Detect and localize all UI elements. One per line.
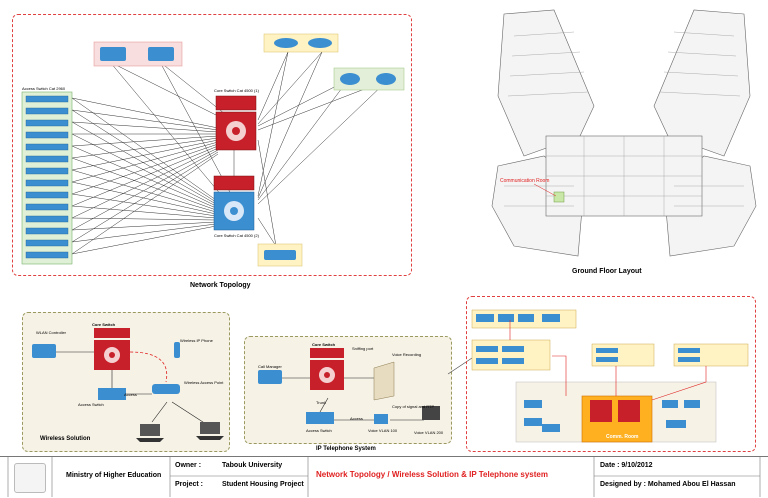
sniffing-port-label: Sniffing port <box>352 346 374 351</box>
wlan-controller-icon <box>32 344 56 358</box>
owner-label: Owner : <box>175 462 202 469</box>
ipt-panel <box>244 336 452 444</box>
topology-links <box>71 51 389 255</box>
wireless-caption: Wireless Solution <box>40 436 91 442</box>
ipt-diagram <box>258 348 440 424</box>
call-manager-icon <box>258 370 282 384</box>
voice-recording-label: Voice Recording <box>392 352 422 357</box>
ipt-access-small: Access <box>350 416 363 421</box>
top-router-group <box>263 33 339 53</box>
core-switch-1 <box>215 95 257 151</box>
comm-room-panel <box>466 296 756 452</box>
network-topology-diagram <box>21 33 405 267</box>
network-topology-caption: Network Topology <box>190 282 251 289</box>
access-switch-stack <box>21 91 73 265</box>
comm-room-marker <box>553 191 565 203</box>
drawing-title: Network Topology / Wireless Solution & I… <box>316 470 548 479</box>
ground-floor-plan <box>491 9 757 257</box>
ipt-core-label: Core Switch <box>312 342 336 347</box>
project-label: Project : <box>175 481 204 488</box>
designer-text: Designed by : Mohamed Abou El Hassan <box>600 481 736 488</box>
core-switch-2 <box>213 175 255 231</box>
call-manager-label: Call Manager <box>258 364 282 369</box>
communication-room-label: Communication Room <box>500 178 550 184</box>
top-firewall-group <box>93 41 183 67</box>
comm-room-diagram <box>471 309 749 443</box>
core-switch-icon <box>94 328 130 338</box>
voice-vlan-100-label: Voice VLAN 100 <box>368 428 398 433</box>
access-switch-icon <box>98 388 126 400</box>
laptop-icon-2 <box>196 422 224 440</box>
wlc-label: WLAN Controller <box>36 330 67 335</box>
comm-room-label: Comm. Room <box>606 434 639 440</box>
voice-recording-icon <box>373 361 395 401</box>
ipt-caption: IP Telephone System <box>316 446 376 452</box>
title-block: Ministry of Higher Education Owner : Tab… <box>0 456 768 498</box>
wireless-core-label: Core Switch <box>92 322 116 327</box>
voice-vlan-200-label: Voice VLAN 200 <box>414 430 444 435</box>
core-switch-1-label: Core Switch Cat 4500 (1) <box>214 88 259 93</box>
access-switch-label: Access Switch Cat 2960 <box>22 86 66 91</box>
access-point-icon <box>152 384 180 394</box>
date-text: Date : 9/10/2012 <box>600 462 653 469</box>
core-switch-2-label: Core Switch Cat 4500 (2) <box>214 233 259 238</box>
trunk-label: Trunk <box>316 400 327 405</box>
wireless-phone-label: Wireless IP Phone <box>180 338 213 343</box>
wireless-phone-icon <box>174 342 180 358</box>
wireless-access-label: Access Switch <box>78 402 104 407</box>
ipt-access-switch-icon <box>306 412 334 424</box>
ipt-arrow <box>447 357 473 375</box>
ip-phone-icon <box>374 414 388 424</box>
copy-signal-label: Copy of signal and RTP <box>392 404 435 409</box>
laptop-icon <box>136 424 164 442</box>
wireless-ap-label: Wireless Access Point <box>184 380 224 385</box>
project-value: Student Housing Project <box>222 481 304 488</box>
org-name: Ministry of Higher Education <box>66 472 162 479</box>
title-block-grid <box>7 456 761 497</box>
ipt-core-switch-icon <box>310 348 344 358</box>
edge-router <box>257 243 303 267</box>
network-topology-panel <box>12 14 412 276</box>
university-logo <box>14 463 46 493</box>
ipt-access-label: Access Switch <box>306 428 332 433</box>
pc-icon <box>422 406 440 420</box>
owner-value: Tabouk University <box>222 462 283 469</box>
wireless-access-small: Access <box>124 392 137 397</box>
ground-floor-caption: Ground Floor Layout <box>572 268 642 275</box>
server-group <box>333 67 405 91</box>
wireless-diagram <box>32 328 224 442</box>
